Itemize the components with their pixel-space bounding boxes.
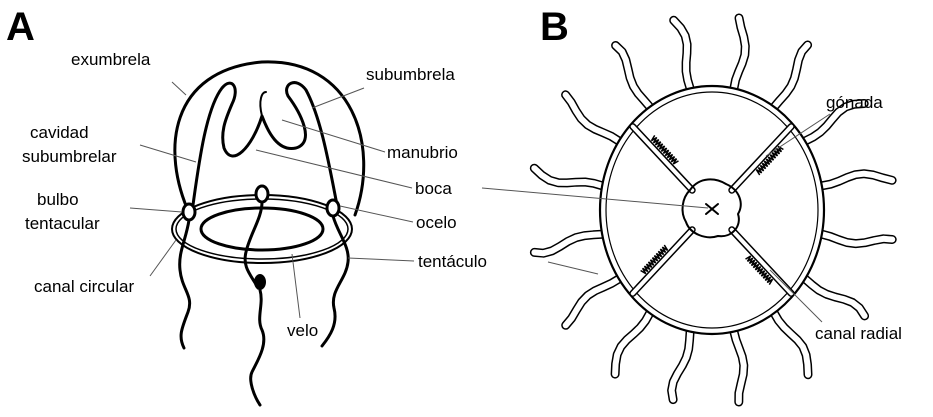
panel-b: B gónada canal radial: [482, 5, 902, 402]
tentacle-right: [322, 216, 348, 346]
label-canal-radial: canal radial: [815, 324, 902, 343]
label-cavidad-line1: cavidad: [30, 123, 89, 142]
tentacle-bulb-center: [256, 186, 268, 202]
panel-a: A exumbrela subumbrela cavidad subumbrel…: [6, 5, 487, 405]
leader-exumbrela: [172, 82, 186, 95]
leader-canal-circular: [150, 240, 176, 276]
tentacle-b-fill: [616, 46, 650, 107]
tentacle-center-knob: [254, 274, 266, 290]
label-exumbrela: exumbrela: [71, 50, 151, 69]
label-gonada: gónada: [826, 93, 883, 112]
manubrium-cleft: [260, 92, 266, 116]
label-canal-circular: canal circular: [34, 277, 134, 296]
label-tentaculo: tentáculo: [418, 252, 487, 271]
tentacle-b-fill: [774, 313, 808, 375]
leader-ocelo: [340, 206, 413, 222]
label-bulbo-line2: tentacular: [25, 214, 100, 233]
label-manubrio: manubrio: [387, 143, 458, 162]
tentacle-b-fill: [615, 313, 650, 374]
panel-a-letter: A: [6, 5, 35, 49]
label-boca: boca: [415, 179, 452, 198]
label-ocelo: ocelo: [416, 213, 457, 232]
leader-cavidad: [140, 145, 196, 162]
tentacle-bulb-right: [327, 200, 339, 216]
tentacle-bulb-left: [183, 204, 195, 220]
tentacle-b-fill: [566, 279, 619, 325]
label-velo: velo: [287, 321, 318, 340]
label-cavidad-line2: subumbrelar: [22, 147, 117, 166]
leader-tentaculo-b: [548, 262, 598, 274]
leader-bulbo: [130, 208, 182, 212]
leader-tentaculo: [348, 258, 414, 261]
tentacle-b-fill: [674, 20, 690, 88]
panel-b-letter: B: [540, 5, 569, 49]
label-subumbrela: subumbrela: [366, 65, 455, 84]
label-bulbo-line1: bulbo: [37, 190, 79, 209]
leader-velo: [292, 254, 300, 318]
tentacle-b-fill: [534, 168, 602, 186]
tentacle-center-b: [251, 290, 264, 405]
tentacle-b-fill: [566, 95, 619, 141]
velum-opening: [201, 208, 323, 250]
